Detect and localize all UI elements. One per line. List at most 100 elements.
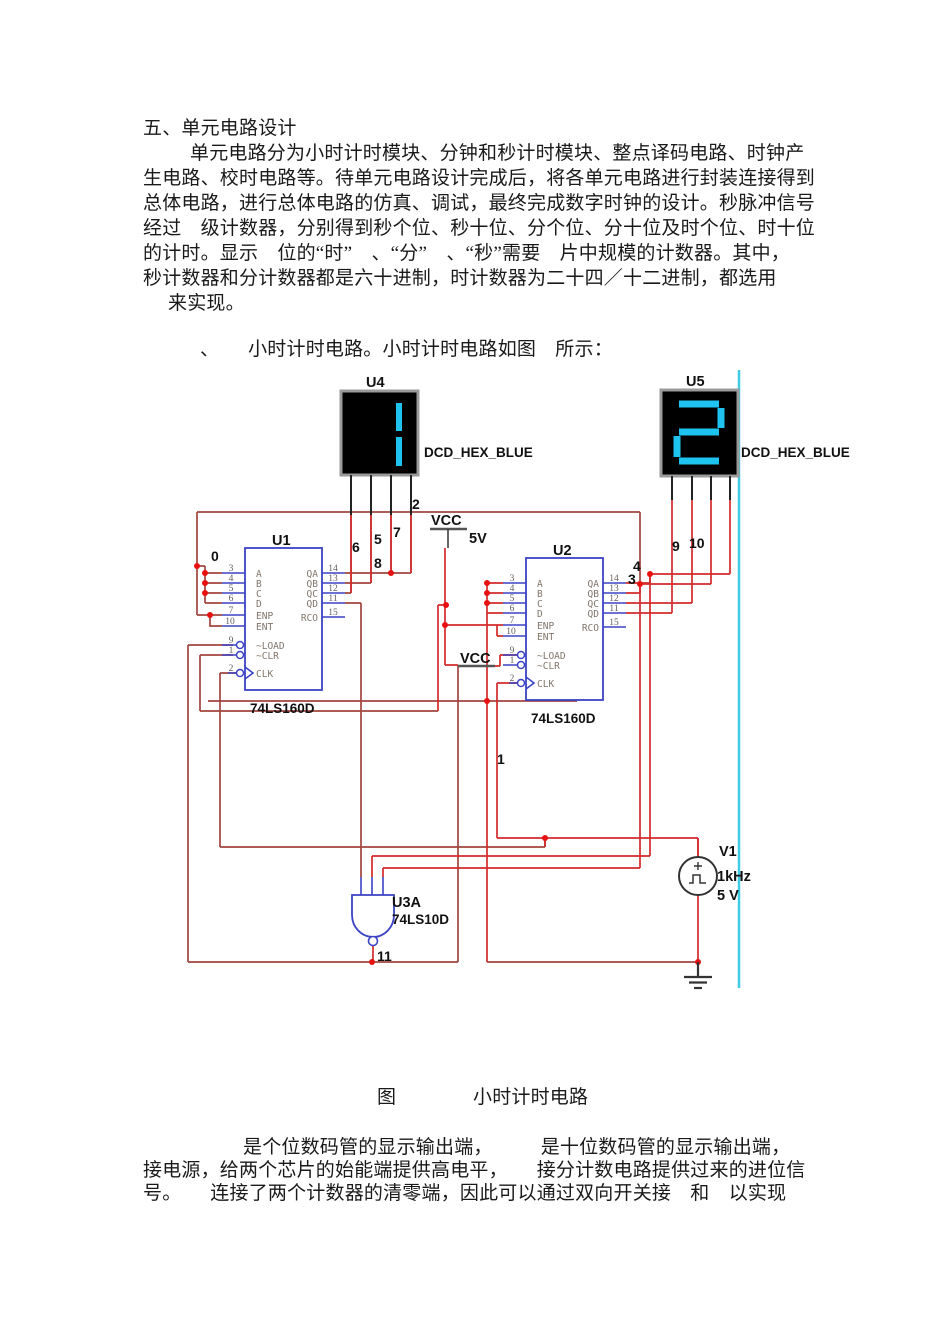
- paragraph-line: 单元电路分为小时计时模块、分钟和秒计时模块、整点译码电路、时钟产: [190, 143, 805, 164]
- svg-text:12: 12: [328, 584, 338, 594]
- svg-text:3: 3: [229, 564, 234, 574]
- vcc-power-symbol-2: VCC: [458, 651, 495, 668]
- inversion-bubble: [516, 650, 526, 660]
- svg-text:A: A: [537, 579, 543, 590]
- vcc-power-symbol: VCC 5V: [430, 513, 487, 548]
- svg-text:ENT: ENT: [256, 622, 273, 633]
- gate-ref: U3A: [392, 895, 422, 911]
- svg-text:QB: QB: [588, 589, 600, 600]
- svg-text:4: 4: [229, 574, 234, 584]
- gate-output-bubble: [367, 935, 379, 947]
- vcc-label: VCC: [431, 513, 462, 529]
- svg-text:QA: QA: [588, 579, 600, 590]
- svg-text:15: 15: [328, 608, 338, 618]
- svg-text:9: 9: [229, 636, 234, 646]
- gate-part-label: 74LS10D: [392, 912, 449, 927]
- chip-pin-stubs: [222, 572, 345, 680]
- net-label: 10: [689, 535, 705, 551]
- svg-text:QD: QD: [588, 609, 600, 620]
- net-label: 9: [672, 538, 680, 554]
- counter-chip-u1: U1 74LS160D 3 4 5 6 7 10 9 1 2 14 13 12 …: [222, 533, 345, 716]
- svg-text:B: B: [537, 589, 543, 600]
- inversion-bubble: [516, 678, 526, 688]
- svg-text:A: A: [256, 569, 262, 580]
- paragraph-line: 生电路、校时电路等。待单元电路设计完成后，将各单元电路进行封装连接得到: [143, 168, 816, 189]
- svg-text:10: 10: [225, 617, 235, 627]
- net-label: 6: [352, 539, 360, 555]
- chip-ref: U1: [272, 533, 291, 549]
- gate-body: [351, 894, 395, 938]
- svg-text:4: 4: [510, 584, 515, 594]
- chip-part-label: 74LS160D: [250, 701, 315, 716]
- seven-segment-display-u4: U4 DCD_HEX_BLUE: [339, 375, 533, 515]
- svg-text:5: 5: [229, 584, 234, 594]
- digit-segment: [396, 403, 402, 431]
- svg-text:CLK: CLK: [256, 669, 273, 680]
- net-label: 4: [633, 558, 641, 574]
- vcc-voltage: 5V: [469, 531, 487, 547]
- digit-segment: [396, 437, 402, 466]
- svg-text:7: 7: [229, 606, 234, 616]
- svg-text:7: 7: [510, 616, 515, 626]
- clock-source-v1: V1 1kHz 5 V: [678, 838, 751, 904]
- svg-text:12: 12: [609, 594, 619, 604]
- svg-text:3: 3: [510, 574, 515, 584]
- paragraph-line: 接电源，给两个芯片的始能端提供高电平， 接分计数电路提供过来的进位信: [143, 1160, 806, 1181]
- svg-text:15: 15: [609, 618, 619, 628]
- svg-text:QA: QA: [307, 569, 319, 580]
- svg-text:QB: QB: [307, 579, 319, 590]
- pin-names: A B C D ENP ENT ~LOAD ~CLR CLK QA QB QC …: [537, 579, 599, 690]
- net-label: 3: [628, 571, 636, 587]
- svg-text:QD: QD: [307, 599, 319, 610]
- ground-symbol: [684, 962, 712, 990]
- svg-text:RCO: RCO: [301, 613, 318, 624]
- paragraph-line: 号。 连接了两个计数器的清零端，因此可以通过双向开关接 和 以实现: [143, 1183, 787, 1204]
- pin-numbers: 3 4 5 6 7 10 9 1 2 14 13 12 11 15: [225, 564, 338, 674]
- svg-text:1: 1: [229, 646, 234, 656]
- svg-text:~CLR: ~CLR: [256, 651, 279, 662]
- svg-text:QC: QC: [307, 589, 318, 600]
- paragraph-line: 是个位数码管的显示输出端， 是十位数码管的显示输出端，: [243, 1137, 791, 1158]
- chip-pin-stubs: [503, 582, 626, 690]
- svg-text:ENP: ENP: [256, 611, 273, 622]
- display-pins: [350, 475, 412, 515]
- svg-text:B: B: [256, 579, 262, 590]
- display-ref: U4: [366, 375, 385, 391]
- net-label: 8: [374, 555, 382, 571]
- figure-caption: 图 小时计时电路: [377, 1087, 589, 1108]
- paragraph-line: 秒计数器和分计数器都是六十进制，时计数器为二十四／十二进制，都选用: [143, 268, 777, 289]
- seven-segment-display-u5: U5 DCD_HEX_BLUE: [659, 374, 850, 500]
- square-wave-icon: [689, 874, 706, 884]
- paragraph-line: 来实现。: [168, 293, 245, 314]
- svg-text:C: C: [256, 589, 262, 600]
- svg-text:2: 2: [510, 674, 515, 684]
- svg-text:~CLR: ~CLR: [537, 661, 560, 672]
- svg-text:~LOAD: ~LOAD: [256, 641, 285, 652]
- gate-input-stubs: [360, 877, 384, 895]
- inversion-bubble: [235, 668, 245, 678]
- net-label: 7: [393, 524, 401, 540]
- paragraph-line: 经过 级计数器，分别得到秒个位、秒十位、分个位、分十位及时个位、时十位: [143, 218, 816, 239]
- display-part-label: DCD_HEX_BLUE: [424, 445, 533, 460]
- junction-dots: [194, 563, 701, 965]
- inversion-bubble: [516, 660, 526, 670]
- svg-text:CLK: CLK: [537, 679, 554, 690]
- source-body: [678, 856, 718, 896]
- svg-text:D: D: [256, 599, 262, 610]
- pin-names: A B C D ENP ENT ~LOAD ~CLR CLK QA QB QC …: [256, 569, 318, 680]
- plus-sign: [694, 862, 702, 870]
- svg-text:13: 13: [328, 574, 338, 584]
- svg-text:9: 9: [510, 646, 515, 656]
- svg-text:C: C: [537, 599, 543, 610]
- svg-text:RCO: RCO: [582, 623, 599, 634]
- net-label: 2: [412, 496, 420, 512]
- source-amplitude: 5 V: [717, 888, 739, 904]
- svg-text:ENT: ENT: [537, 632, 554, 643]
- chip-part-label: 74LS160D: [531, 711, 596, 726]
- net-label: 1: [497, 751, 505, 767]
- svg-text:6: 6: [229, 594, 234, 604]
- svg-text:14: 14: [609, 574, 619, 584]
- svg-text:QC: QC: [588, 599, 599, 610]
